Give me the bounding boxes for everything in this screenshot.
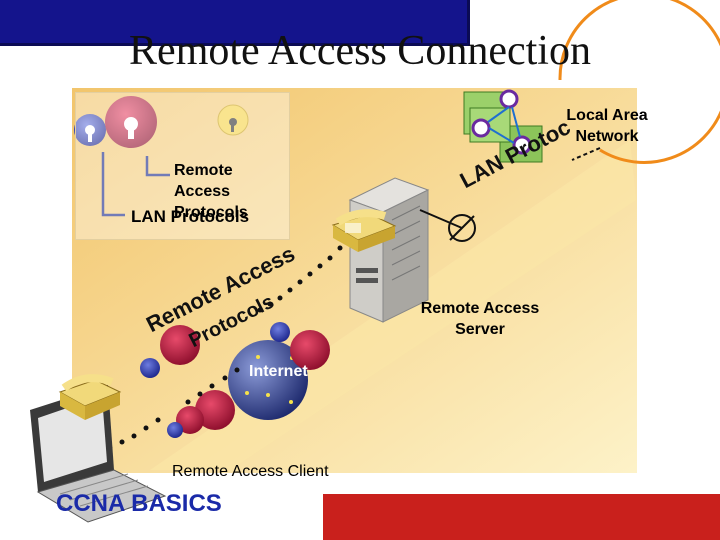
client-phone-icon [58, 374, 122, 420]
local-area-network-line-1: Local Area [566, 107, 648, 124]
page-title: Remote Access Connection [129, 28, 591, 74]
remote-access-client-label: Remote Access Client [172, 463, 329, 480]
path-circle-red-4 [176, 406, 204, 434]
path-circle-blue-1 [270, 322, 290, 342]
lan-boundary-circle [558, 0, 720, 164]
remote-access-server-line-1: Remote Access [420, 300, 540, 317]
legend-yellow-circle-icon [217, 104, 249, 136]
server-icon [348, 177, 430, 323]
remote-access-server-line-2: Server [455, 321, 505, 338]
legend-blue-circle-icon [74, 114, 106, 146]
footer-bar [323, 494, 720, 540]
lan-cluster-icon [463, 89, 543, 163]
path-circle-red-2 [160, 325, 200, 365]
lan-dashed-link [571, 147, 601, 161]
internet-globe-icon [228, 340, 308, 420]
path-circle-blue-3 [167, 422, 183, 438]
remote-access-protocols-line-3: Protocols [174, 204, 248, 221]
legend-box [75, 92, 290, 240]
server-lan-link [419, 209, 463, 229]
legend-connector-lan [101, 152, 125, 217]
lan-protocols-label: LAN Protocols [131, 207, 250, 226]
remote-access-protocols-line-1: Remote [174, 162, 233, 179]
footer-text: CCNA BASICS [56, 490, 222, 517]
remote-access-server-label: Remote Access Server [420, 298, 540, 340]
server-phone-icon [331, 209, 397, 252]
local-area-network-line-2: Network [575, 128, 639, 145]
local-area-network-label: Local Area Network [557, 105, 657, 147]
remote-access-protocols-line-2: Access [174, 183, 231, 200]
path-circle-blue-2 [140, 358, 160, 378]
legend-red-circle-icon [105, 96, 157, 148]
dotted-connection-path [107, 245, 343, 451]
remote-access-protocols-label: Remote Access Protocols [174, 160, 248, 223]
legend-connector-protocols [145, 156, 170, 177]
internet-label: Internet [249, 363, 308, 380]
path-circle-red-3 [195, 390, 235, 430]
lan-port-icon [448, 214, 476, 242]
header-bar [0, 0, 470, 46]
path-circle-red-1 [290, 330, 330, 370]
